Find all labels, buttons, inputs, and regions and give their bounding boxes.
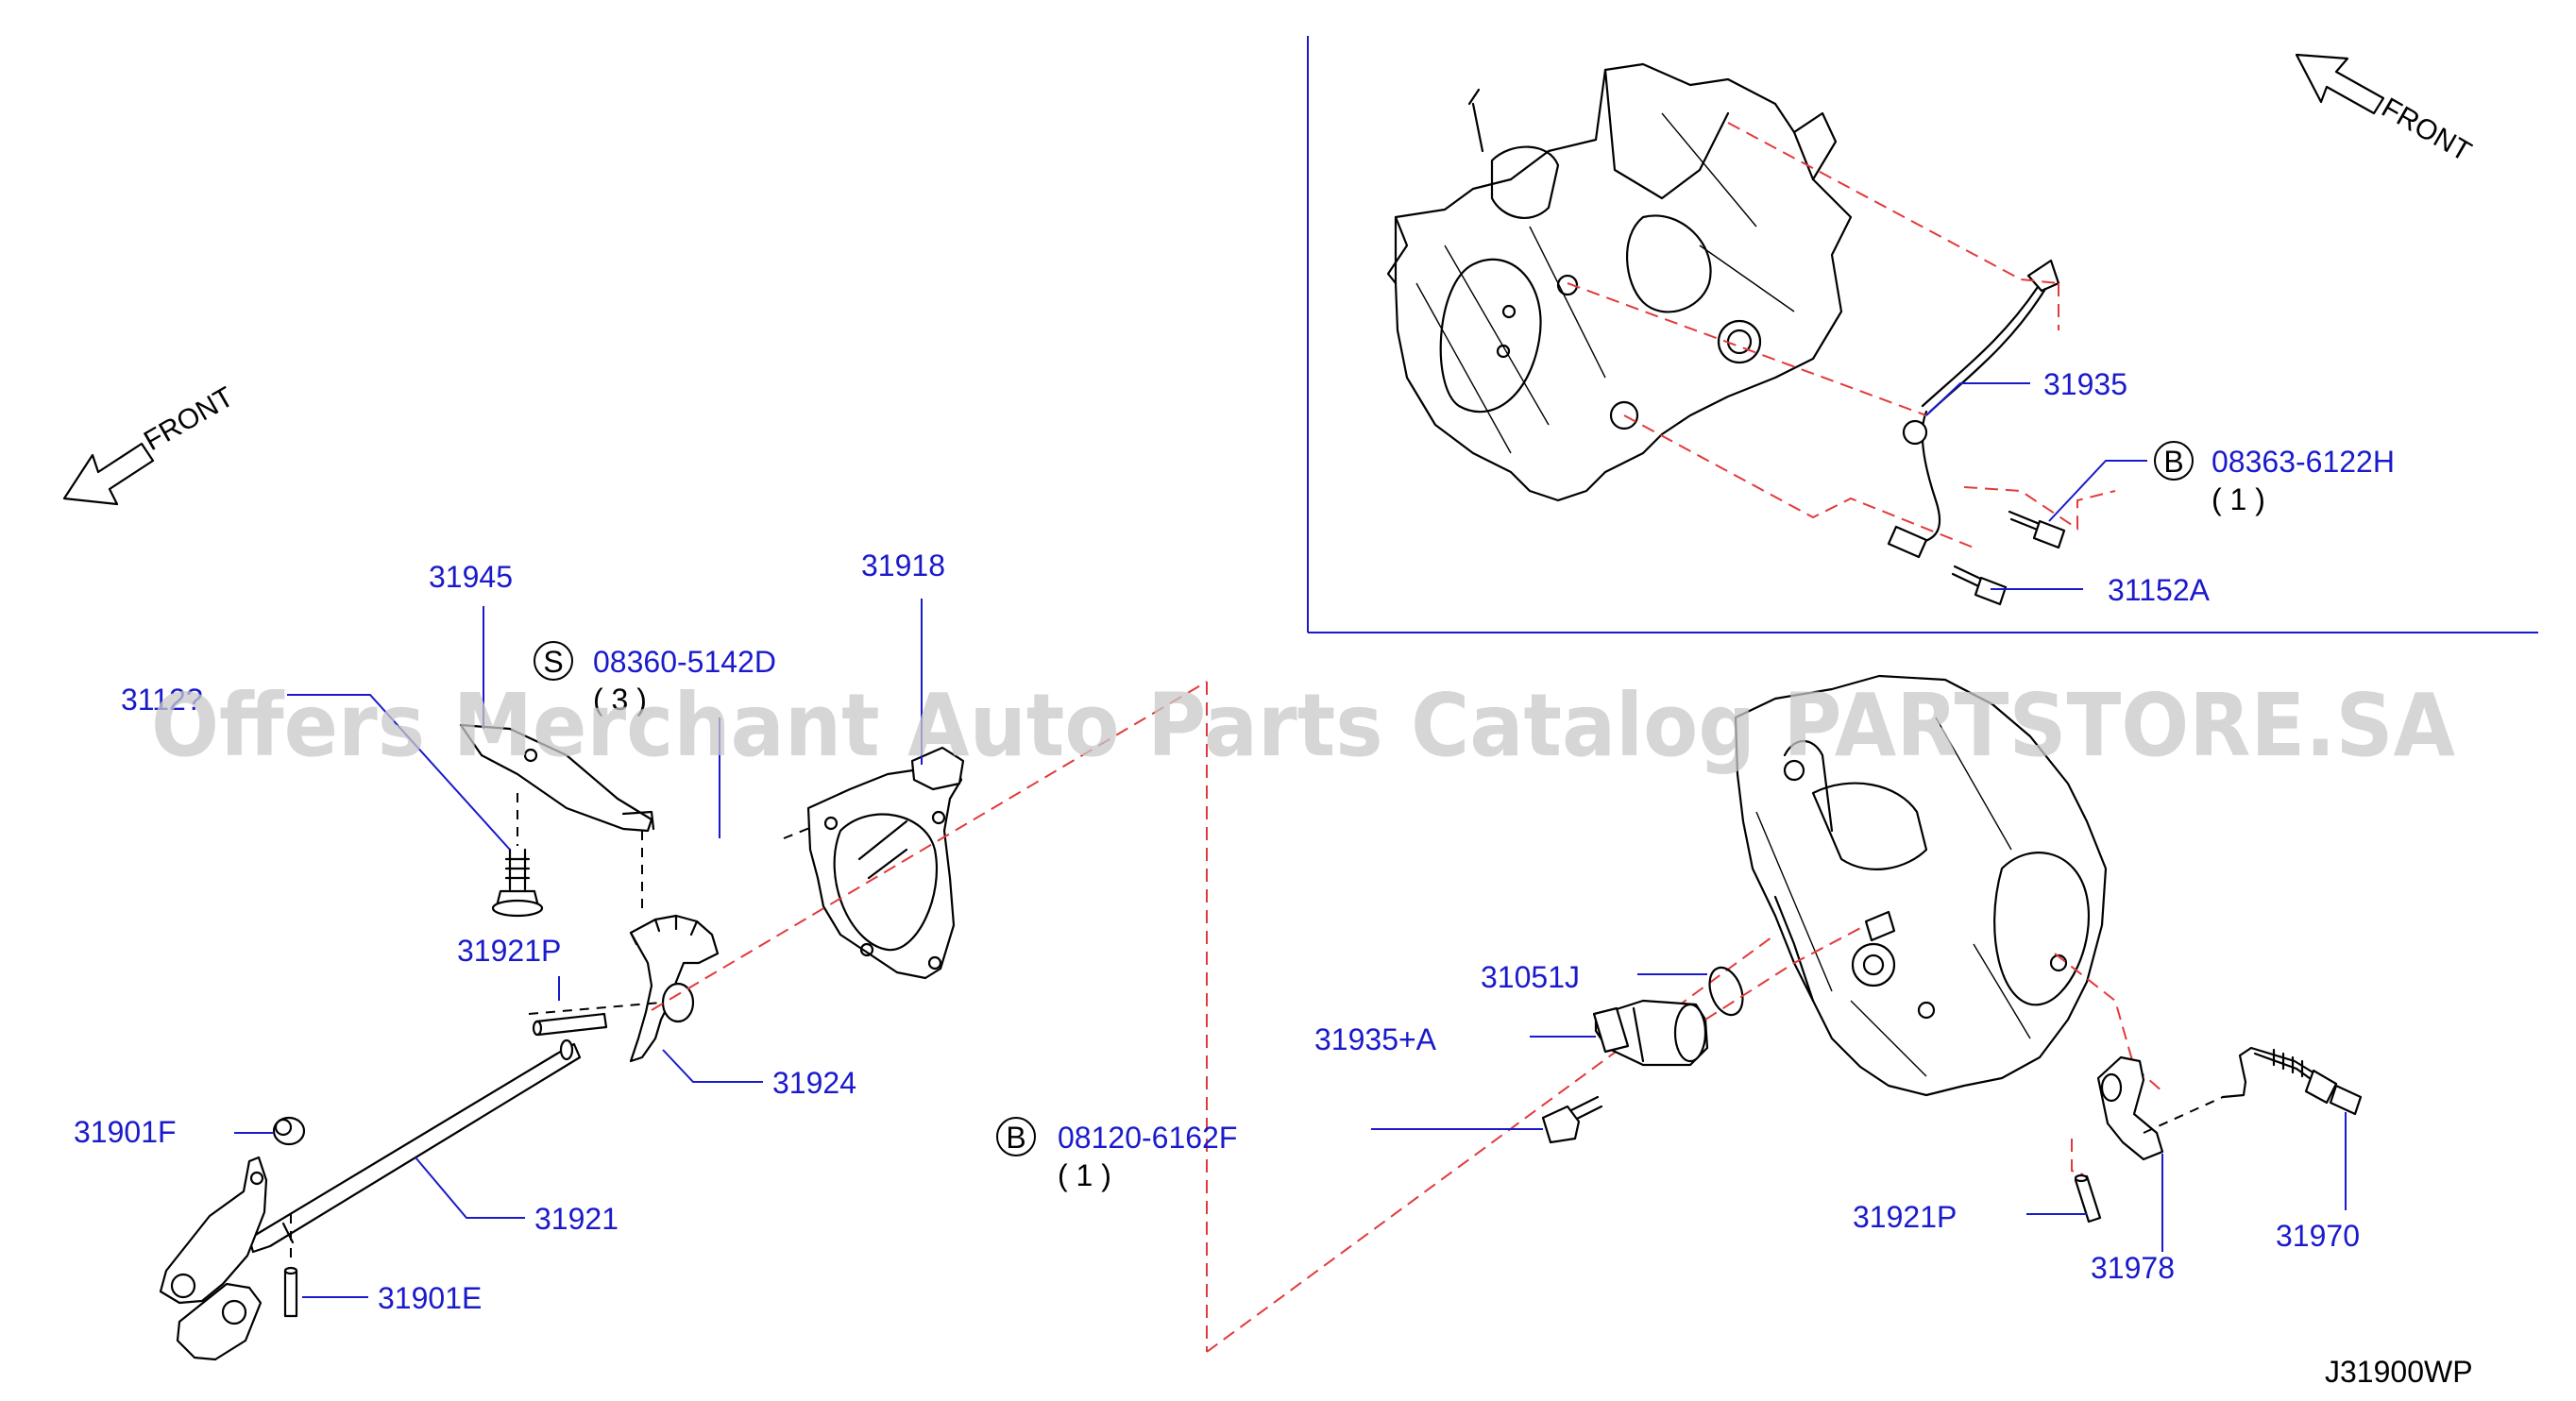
callout-31901F: 31901F [74,1115,177,1149]
badge-s: S [543,645,563,679]
leader-31924 [662,1049,763,1083]
dashline-upper-b [1567,282,1927,416]
callout-08120-qty: ( 1 ) [1058,1158,1111,1192]
callout-31921P-right: 31921P [1853,1200,1957,1234]
callout-31970: 31970 [2276,1219,2360,1253]
bracket-31978-part [2096,1055,2164,1161]
leader-31935 [1925,382,2030,416]
dashline-plane-diag [1206,934,1776,1353]
dashline-main-axis [651,681,1208,1011]
bolt-08363-part [2008,510,2066,549]
callout-08363-qty: ( 1 ) [2212,482,2265,516]
badge-circle-s [534,641,573,681]
callout-31921P-left: 31921P [457,934,561,968]
badge-circle-b2 [2154,441,2194,481]
diagram-code: J31900WP [2325,1355,2473,1389]
shaft-31921-part [247,1038,582,1254]
callout-31921: 31921 [534,1202,619,1236]
dashline-lower-b [2054,953,2163,1092]
callout-08360: 08360-5142D [593,645,776,679]
callout-31935A: 31935+A [1314,1022,1437,1056]
bolt-31152A-part [1951,565,2008,606]
callout-3112x: 3112? [121,683,203,717]
callout-31924: 31924 [772,1066,856,1100]
dashline-cover [783,826,813,839]
badge-circle-b1 [996,1117,1036,1156]
dashline-sensor [2143,1096,2224,1134]
lever-part [159,1156,268,1361]
badge-b2: B [2163,445,2183,479]
callout-31901E: 31901E [378,1281,482,1315]
leader-31921 [415,1156,525,1219]
bolt-3112x-part [491,848,544,918]
sensor-31935A-part [1592,999,1709,1067]
bracket-31945-part [459,723,655,833]
watermark: Offers Merchant Auto Parts Catalog PARTS… [151,675,2455,776]
callout-08360-qty: ( 3 ) [593,683,647,717]
transmission-case-upper [1386,62,1853,502]
callout-31051J: 31051J [1481,960,1580,994]
cover-31918-part [806,746,965,980]
front-label-right: FRONT [2377,92,2477,167]
sector-31924-part [629,914,720,1063]
pin-31901E-part [283,1266,298,1318]
dashline-upper-c [1623,414,1974,549]
callout-31935: 31935 [2043,367,2127,401]
front-arrow-right-icon [2295,53,2385,115]
pin-31921P-left-part [532,1012,608,1037]
sensor-31970-part [2221,1046,2363,1116]
pin-31921P-right-part [2074,1173,2102,1224]
dashline-upper-d [1963,486,2116,531]
inset-frame [1307,36,2538,633]
callout-08120: 08120-6162F [1058,1121,1237,1155]
callout-31918: 31918 [861,549,945,582]
harness-31935-part [1887,259,2060,559]
leader-08363 [2048,460,2147,522]
callout-31945: 31945 [429,560,513,594]
callout-31978: 31978 [2091,1251,2175,1285]
dashline-upper-a [1727,122,2059,284]
leader-3112x [287,694,511,851]
front-arrow-left-icon [62,442,155,506]
front-label-left: FRONT [139,381,239,457]
callout-31152A: 31152A [2108,573,2211,607]
bolt-08120-part [1541,1095,1603,1144]
transmission-case-lower [1734,674,2108,1097]
dashline-lower-c [2071,1139,2084,1175]
nut-31901F-part [272,1116,306,1146]
badge-b1: B [1006,1121,1025,1155]
dashline-sector [528,1002,662,1015]
callout-08363: 08363-6122H [2212,445,2395,479]
oring-31051J-part [1708,966,1744,1017]
dashline-lower-a [1704,924,1867,1021]
